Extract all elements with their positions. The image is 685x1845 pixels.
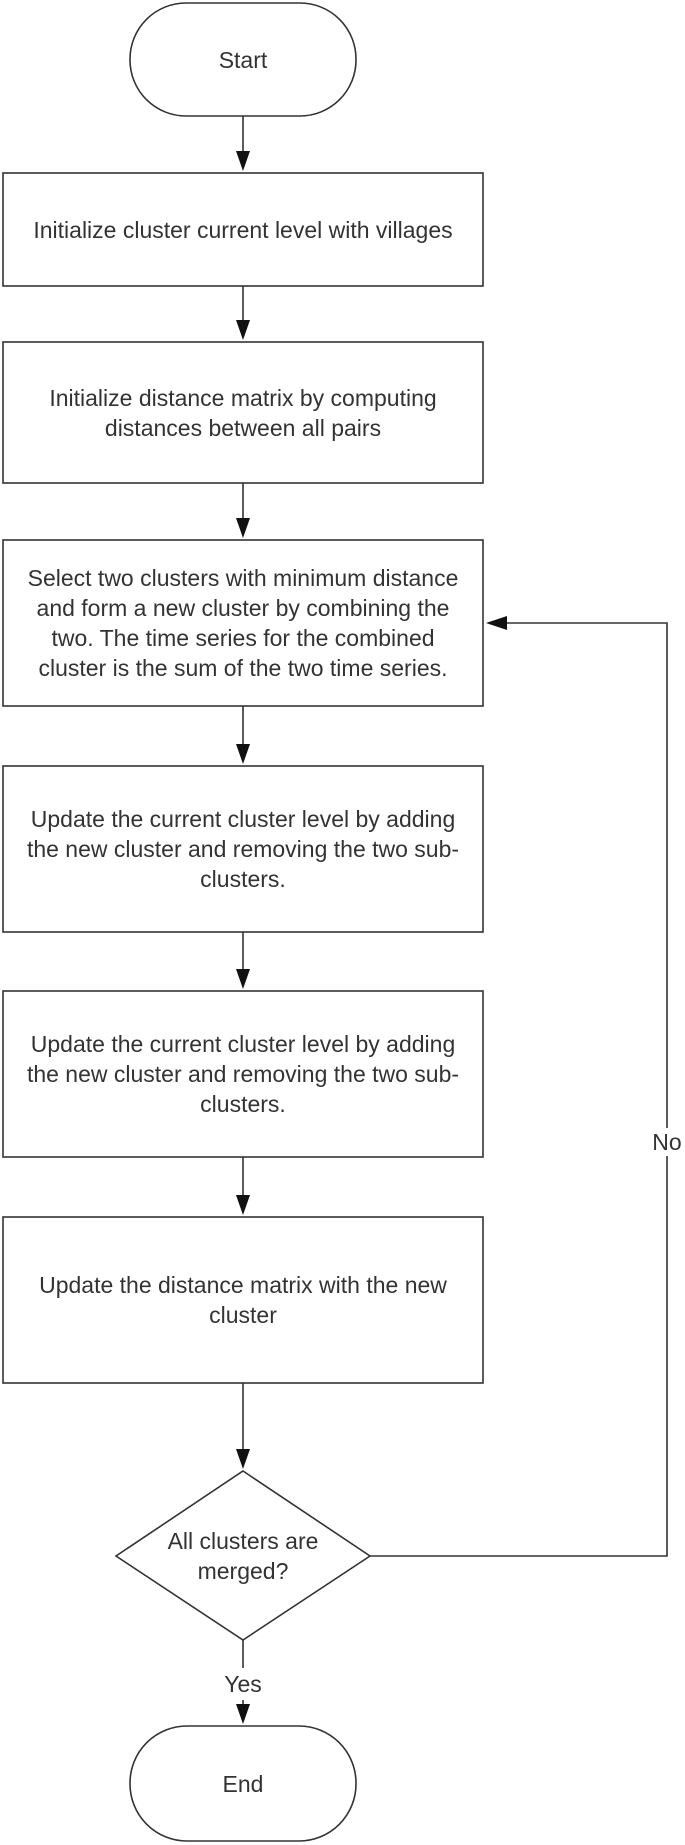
- arrowhead: [236, 1704, 250, 1724]
- edge-label-no: No: [646, 1128, 685, 1156]
- init-level-box: [2, 172, 484, 287]
- update-level-label-1: Update the current cluster level by addi…: [26, 806, 460, 892]
- arrowhead: [236, 969, 250, 989]
- edge-decision-no-loop: [370, 622, 668, 1557]
- arrowhead: [236, 744, 250, 764]
- arrowhead: [236, 1449, 250, 1469]
- end-terminator: [129, 1725, 357, 1842]
- end-label: End: [222, 1770, 264, 1797]
- decision-label: All clusters are merged?: [167, 1528, 319, 1584]
- start-label: Start: [218, 46, 268, 73]
- arrowhead: [236, 320, 250, 340]
- init-matrix-box: [2, 341, 484, 484]
- update-level-box-1: [2, 765, 484, 933]
- arrowhead: [236, 151, 250, 171]
- arrowhead: [236, 1195, 250, 1215]
- arrowhead: [486, 616, 507, 630]
- init-matrix-label: Initialize distance matrix by computing …: [49, 384, 437, 441]
- update-matrix-label: Update the distance matrix with the new …: [39, 1272, 447, 1328]
- edge-label-yes: Yes: [218, 1670, 268, 1698]
- arrowhead: [236, 518, 250, 538]
- init-level-label: Initialize cluster current level with vi…: [33, 216, 453, 243]
- select-merge-label: Select two clusters with minimum distanc…: [27, 565, 459, 681]
- select-merge-box: [2, 539, 484, 707]
- update-level-label-2: Update the current cluster level by addi…: [26, 1031, 460, 1117]
